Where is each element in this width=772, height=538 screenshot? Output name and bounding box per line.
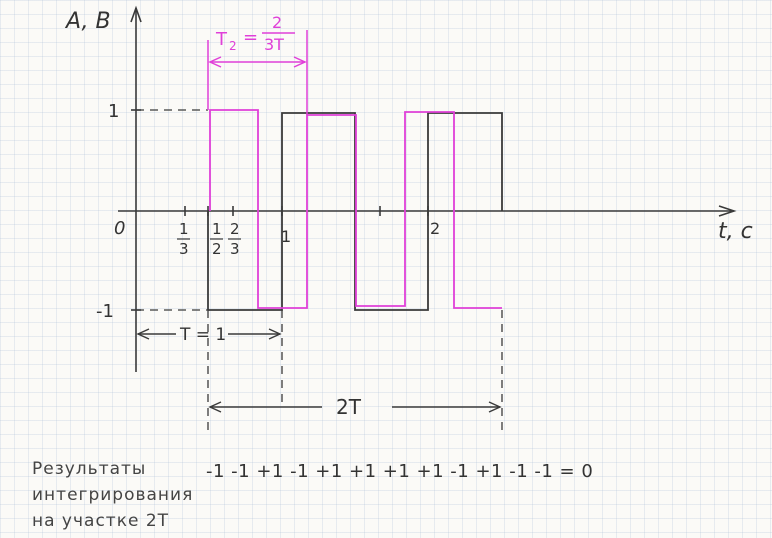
integration-sum: -1 -1 +1 -1 +1 +1 +1 +1 -1 +1 -1 -1 = 0 bbox=[206, 461, 593, 482]
t2-arrow-left bbox=[208, 56, 222, 68]
x-tick-1-2-den: 2 bbox=[212, 240, 222, 258]
period-label: T = 1 bbox=[179, 325, 226, 345]
x-tick-1-2-num: 1 bbox=[212, 220, 222, 238]
t2-lhs: T bbox=[215, 29, 228, 50]
caption: Результаты интегрирования на участке 2T bbox=[32, 456, 193, 534]
x-tick-2-3-den: 3 bbox=[230, 240, 240, 258]
double-period-arrow-left bbox=[208, 401, 222, 413]
x-tick-label-1-3: 1 3 bbox=[177, 220, 190, 258]
x-tick-label-1-2: 1 2 bbox=[210, 220, 223, 258]
x-tick-1-3-num: 1 bbox=[179, 220, 189, 238]
t2-numerator: 2 bbox=[272, 13, 282, 32]
double-period-arrow-right bbox=[488, 401, 502, 413]
y-axis-arrow bbox=[130, 5, 142, 23]
reference-lines bbox=[136, 109, 503, 430]
x-axis-label: t, c bbox=[718, 219, 753, 244]
period-annotation bbox=[136, 328, 282, 340]
x-tick-2-3-num: 2 bbox=[230, 220, 240, 238]
black-square-wave bbox=[208, 112, 503, 311]
y-axis-label: A, B bbox=[64, 9, 111, 34]
caption-line-2: интегрирования bbox=[32, 485, 194, 505]
y-tick-label-1: 1 bbox=[108, 101, 119, 122]
x-axis-arrow bbox=[718, 205, 737, 217]
x-tick-label-2-3: 2 3 bbox=[228, 220, 241, 258]
period-arrow-left bbox=[136, 328, 150, 340]
t2-equals: = bbox=[243, 27, 258, 48]
magenta-square-wave bbox=[209, 109, 502, 309]
double-period-label: 2T bbox=[336, 395, 362, 419]
t2-annotation: T 2 = 2 3T bbox=[207, 13, 308, 115]
origin-label: 0 bbox=[114, 218, 125, 239]
t2-subscript: 2 bbox=[229, 39, 237, 53]
y-tick-label-minus-1: -1 bbox=[96, 301, 114, 322]
caption-line-3: на участке 2T bbox=[32, 511, 170, 531]
double-period-annotation bbox=[208, 401, 502, 413]
t2-denominator: 3T bbox=[264, 35, 284, 54]
x-tick-label-1: 1 bbox=[281, 227, 291, 246]
x-tick-1-3-den: 3 bbox=[179, 240, 189, 258]
x-tick-label-2: 2 bbox=[430, 219, 440, 238]
t2-arrow-right bbox=[293, 56, 307, 68]
period-arrow-right bbox=[268, 328, 282, 340]
caption-line-1: Результаты bbox=[32, 459, 147, 479]
